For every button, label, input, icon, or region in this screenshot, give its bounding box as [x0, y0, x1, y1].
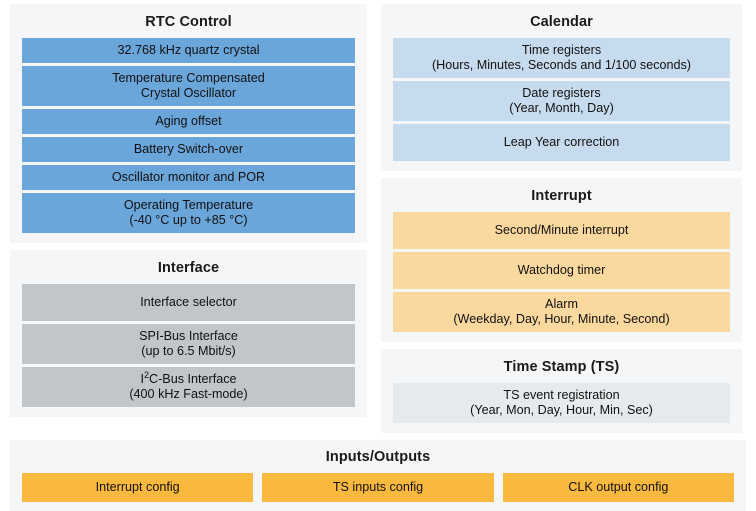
rtc-item-operating-temperature[interactable]: Operating Temperature (-40 °C up to +85 … [22, 193, 355, 233]
calendar-item-date-registers-line2: (Year, Month, Day) [509, 101, 614, 115]
panel-time-stamp: Time Stamp (TS) TS event registration (Y… [381, 349, 742, 433]
rtc-item-battery-switch-over[interactable]: Battery Switch-over [22, 137, 355, 162]
rtc-control-rows: 32.768 kHz quartz crystal Temperature Co… [22, 38, 355, 233]
panel-title-interface: Interface [157, 260, 220, 276]
interface-rows: Interface selector SPI-Bus Interface (up… [22, 284, 355, 407]
panel-title-calendar: Calendar [530, 14, 593, 30]
io-item-ts-inputs-config-line1: TS inputs config [332, 480, 424, 494]
interface-item-spi-bus[interactable]: SPI-Bus Interface (up to 6.5 Mbit/s) [22, 324, 355, 364]
interface-item-i2c-bus-line2: (400 kHz Fast-mode) [129, 387, 248, 401]
panel-title-inputs-outputs: Inputs/Outputs [325, 449, 431, 465]
io-item-interrupt-config-line1: Interrupt config [95, 480, 180, 494]
calendar-item-date-registers[interactable]: Date registers (Year, Month, Day) [393, 81, 730, 121]
rtc-block-diagram: RTC Control 32.768 kHz quartz crystal Te… [10, 4, 746, 511]
panel-title-interrupt: Interrupt [531, 188, 592, 204]
inputs-outputs-rows: Interrupt config TS inputs config CLK ou… [22, 473, 734, 502]
rtc-item-quartz-crystal[interactable]: 32.768 kHz quartz crystal [22, 38, 355, 63]
interrupt-item-watchdog-timer[interactable]: Watchdog timer [393, 252, 730, 289]
panel-inputs-outputs: Inputs/Outputs Interrupt config TS input… [10, 440, 746, 511]
rtc-item-tcxo-line1: Temperature Compensated [112, 71, 265, 85]
panel-rtc-control: RTC Control 32.768 kHz quartz crystal Te… [10, 4, 367, 243]
interrupt-item-second-minute[interactable]: Second/Minute interrupt [393, 212, 730, 249]
calendar-item-time-registers-line1: Time registers [521, 43, 602, 57]
calendar-item-leap-year-correction-line1: Leap Year correction [503, 135, 620, 149]
interrupt-item-alarm-line2: (Weekday, Day, Hour, Minute, Second) [453, 312, 670, 326]
panel-calendar: Calendar Time registers (Hours, Minutes,… [381, 4, 742, 171]
interrupt-item-watchdog-timer-line1: Watchdog timer [517, 263, 606, 277]
panel-interface: Interface Interface selector SPI-Bus Int… [10, 250, 367, 417]
rtc-item-aging-offset-line1: Aging offset [155, 114, 222, 128]
rtc-item-oscillator-monitor-por-line1: Oscillator monitor and POR [111, 170, 266, 184]
rtc-item-aging-offset[interactable]: Aging offset [22, 109, 355, 134]
rtc-item-operating-temperature-line1: Operating Temperature [123, 198, 254, 212]
time-stamp-item-event-registration-line1: TS event registration [503, 388, 620, 402]
interface-item-i2c-bus-line1: I2C-Bus Interface [140, 369, 237, 386]
interface-item-selector[interactable]: Interface selector [22, 284, 355, 321]
io-item-interrupt-config[interactable]: Interrupt config [22, 473, 254, 502]
calendar-item-time-registers[interactable]: Time registers (Hours, Minutes, Seconds … [393, 38, 730, 78]
panel-title-rtc-control: RTC Control [145, 14, 232, 30]
io-item-clk-output-config-line1: CLK output config [568, 480, 669, 494]
rtc-item-tcxo-line2: Crystal Oscillator [140, 86, 237, 100]
rtc-item-oscillator-monitor-por[interactable]: Oscillator monitor and POR [22, 165, 355, 190]
interface-item-spi-bus-line1: SPI-Bus Interface [139, 329, 238, 343]
time-stamp-item-event-registration-line2: (Year, Mon, Day, Hour, Min, Sec) [470, 403, 653, 417]
rtc-item-operating-temperature-line2: (-40 °C up to +85 °C) [129, 213, 248, 227]
io-item-ts-inputs-config[interactable]: TS inputs config [262, 473, 494, 502]
left-column: RTC Control 32.768 kHz quartz crystal Te… [10, 4, 367, 417]
interrupt-item-alarm-line1: Alarm [545, 297, 578, 311]
rtc-item-quartz-crystal-line1: 32.768 kHz quartz crystal [117, 43, 260, 57]
interrupt-rows: Second/Minute interrupt Watchdog timer A… [393, 212, 730, 332]
interface-item-i2c-bus[interactable]: I2C-Bus Interface (400 kHz Fast-mode) [22, 367, 355, 407]
right-column: Calendar Time registers (Hours, Minutes,… [381, 4, 742, 433]
calendar-item-time-registers-line2: (Hours, Minutes, Seconds and 1/100 secon… [431, 58, 691, 72]
panel-interrupt: Interrupt Second/Minute interrupt Watchd… [381, 178, 742, 342]
diagram-columns: RTC Control 32.768 kHz quartz crystal Te… [10, 4, 746, 433]
calendar-item-date-registers-line1: Date registers [522, 86, 601, 100]
interface-item-selector-line1: Interface selector [140, 295, 237, 309]
calendar-rows: Time registers (Hours, Minutes, Seconds … [393, 38, 730, 161]
time-stamp-rows: TS event registration (Year, Mon, Day, H… [393, 383, 730, 423]
interface-item-spi-bus-line2: (up to 6.5 Mbit/s) [141, 344, 236, 358]
time-stamp-item-event-registration[interactable]: TS event registration (Year, Mon, Day, H… [393, 383, 730, 423]
rtc-item-battery-switch-over-line1: Battery Switch-over [133, 142, 244, 156]
io-item-clk-output-config[interactable]: CLK output config [502, 473, 734, 502]
interrupt-item-alarm[interactable]: Alarm (Weekday, Day, Hour, Minute, Secon… [393, 292, 730, 332]
calendar-item-leap-year-correction[interactable]: Leap Year correction [393, 124, 730, 161]
panel-title-time-stamp: Time Stamp (TS) [503, 359, 620, 375]
rtc-item-tcxo[interactable]: Temperature Compensated Crystal Oscillat… [22, 66, 355, 106]
interrupt-item-second-minute-line1: Second/Minute interrupt [494, 223, 629, 237]
